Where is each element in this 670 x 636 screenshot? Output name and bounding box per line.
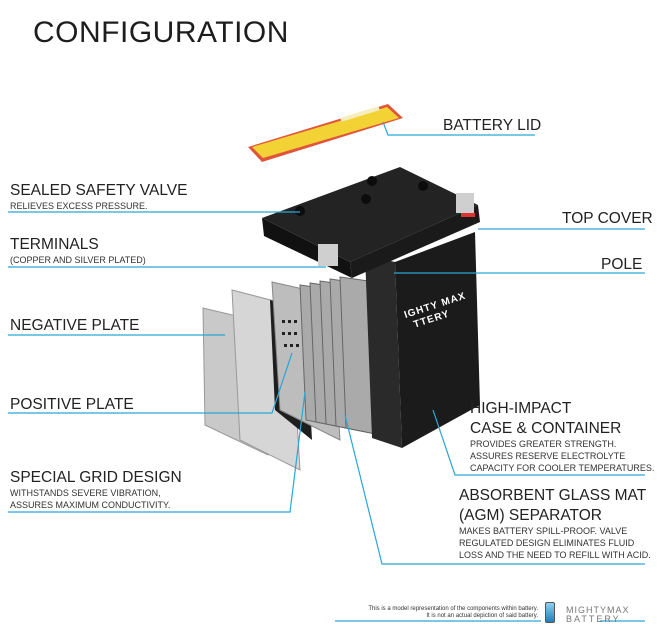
terminal-positive-image [456,193,474,213]
label-battery-lid: BATTERY LID [443,117,542,134]
label-pole: POLE [601,256,643,273]
label-negative-plate: NEGATIVE PLATE [10,317,140,334]
brand-logo: MIGHTYMAX BATTERY [566,605,630,624]
callout-high-impact-case: HIGH-IMPACT CASE & CONTAINER PROVIDES GR… [470,400,655,473]
label-positive-plate: POSITIVE PLATE [10,396,134,413]
callout-special-grid: SPECIAL GRID DESIGN WITHSTANDS SEVERE VI… [10,469,182,510]
battery-logo-icon [545,602,555,623]
battery-case-image [365,232,480,448]
battery-lid-image [248,104,403,162]
page-title: CONFIGURATION [33,16,289,49]
callout-terminals: TERMINALS (COPPER AND SILVER PLATED) [10,236,146,265]
top-cover-image [262,167,480,278]
callout-sealed-valve: SEALED SAFETY VALVE RELIEVES EXCESS PRES… [10,182,188,211]
terminal-negative-image [318,244,338,266]
label-top-cover: TOP COVER [562,210,653,227]
leader-lines [8,121,645,622]
disclaimer: This is a model representation of the co… [368,606,538,619]
callout-agm-separator: ABSORBENT GLASS MAT (AGM) SEPARATOR MAKE… [459,487,651,560]
